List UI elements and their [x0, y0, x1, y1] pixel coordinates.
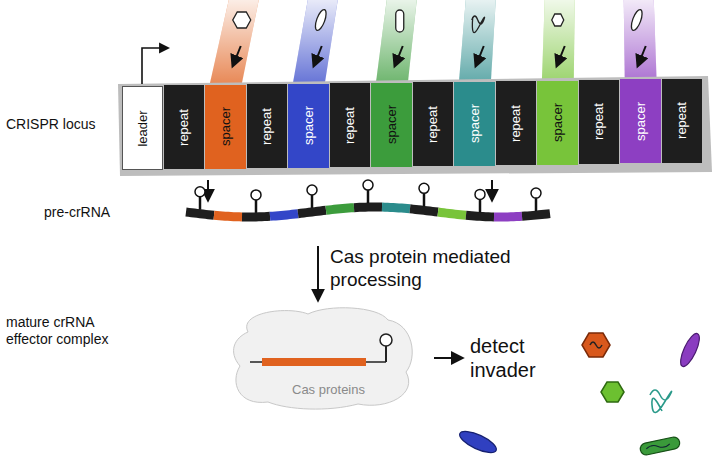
segment-label: repeat [425, 106, 440, 143]
locus-label: CRISPR locus [6, 116, 116, 133]
process-label: Cas protein mediated processing [330, 246, 535, 292]
invaders [457, 331, 703, 457]
effector-complex: Cas proteins [228, 302, 420, 414]
segment-label: spacer [218, 107, 233, 146]
locus-strip [118, 76, 712, 176]
segment-label: repeat [259, 108, 274, 145]
transcription-arrow [207, 180, 209, 200]
promoter-arrow [142, 48, 168, 84]
segment-label: repeat [591, 104, 606, 141]
segment-label: spacer [384, 105, 399, 144]
processing-arrow [317, 246, 319, 300]
segment-label: leader [135, 110, 150, 146]
transcription-arrow [491, 180, 493, 200]
pre-crrna-label: pre-crRNA [44, 204, 164, 221]
spacer-segment: spacer [205, 85, 246, 169]
repeat-segment: repeat [247, 84, 288, 168]
spacer-segment: spacer [371, 83, 412, 167]
segment-label: repeat [508, 105, 523, 142]
spacer-beams [210, 0, 657, 84]
detect-arrow [434, 357, 462, 359]
segment-label: spacer [550, 103, 565, 142]
segment-label: repeat [674, 102, 689, 139]
repeat-segment: repeat [413, 82, 454, 166]
segment-label: spacer [301, 106, 316, 145]
leader-segment: leader [122, 86, 163, 170]
repeat-segment: repeat [330, 83, 371, 167]
complex-label: mature crRNA effector complex [6, 314, 131, 348]
cas-protein-cloud [228, 302, 420, 414]
segment-label: spacer [467, 104, 482, 143]
repeat-segment: repeat [164, 85, 205, 169]
repeat-segment: repeat [496, 81, 537, 165]
spacer-segment: spacer [537, 81, 578, 165]
repeat-segment: repeat [579, 80, 620, 164]
segment-label: repeat [176, 109, 191, 146]
spacer-segment: spacer [454, 82, 495, 166]
spacer-segment: spacer [288, 84, 329, 168]
segment-label: spacer [633, 102, 648, 141]
segment-label: repeat [342, 107, 357, 144]
spacer-segment: spacer [620, 79, 661, 163]
repeat-segment: repeat [662, 79, 703, 163]
pre-crrna-strand [186, 180, 550, 217]
detect-label: detect invader [470, 334, 570, 382]
complex-label: Cas proteins [292, 382, 365, 397]
